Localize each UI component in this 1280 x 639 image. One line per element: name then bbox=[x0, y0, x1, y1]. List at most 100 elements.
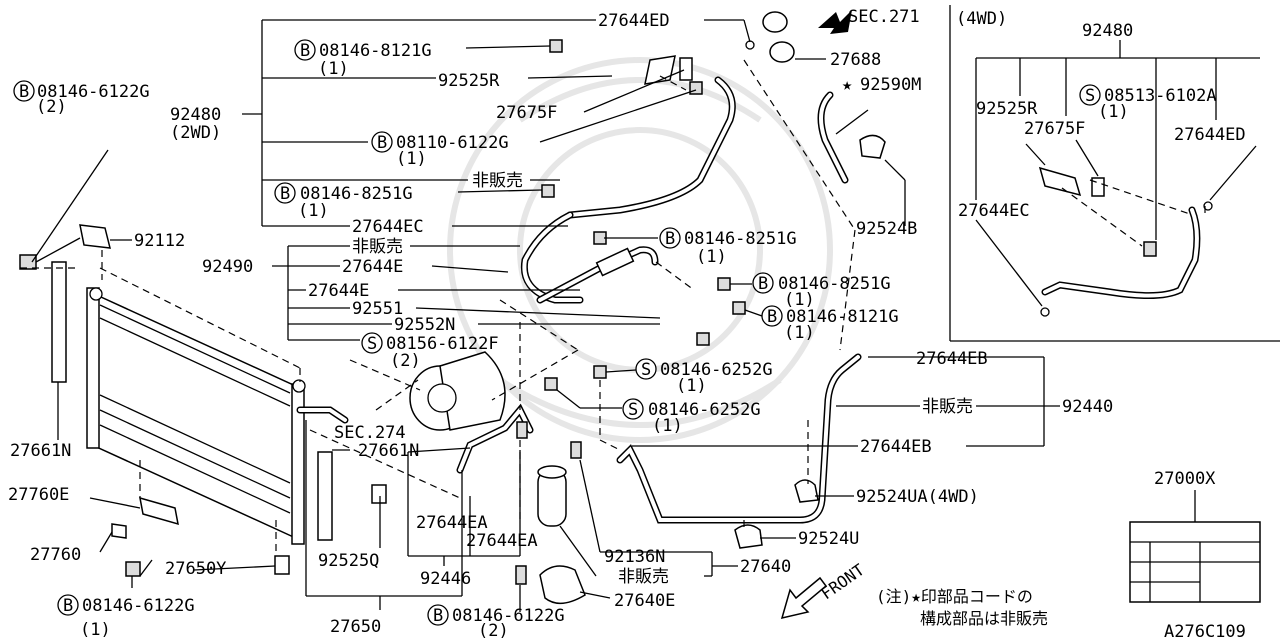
dashed-lines bbox=[20, 59, 1206, 556]
label-sec271: SEC.271 bbox=[848, 7, 920, 27]
label-not-sold: 非販売 bbox=[472, 171, 523, 191]
screw-marker: S bbox=[1085, 86, 1095, 106]
bolt-marker: B bbox=[63, 596, 73, 616]
label-not-sold: 非販売 bbox=[618, 567, 669, 587]
inset-labels: (4WD) 92480 92525R 08513-6102A (1) 27675… bbox=[956, 9, 1246, 221]
label-27640e: 27640E bbox=[614, 591, 675, 611]
bolt-marker: B bbox=[665, 229, 675, 249]
bracket-27760e bbox=[111, 496, 179, 577]
left-labels: 08146-6122G (2) 92480 (2WD) 92112 92490 … bbox=[8, 82, 253, 639]
label-27640: 27640 bbox=[740, 557, 791, 577]
note-line-1: (注)★印部品コードの bbox=[876, 587, 1033, 606]
label-08146-6122g-mid: 08146-6122G bbox=[452, 606, 565, 626]
label-92112: 92112 bbox=[134, 231, 185, 251]
muffler-pipe bbox=[536, 246, 659, 304]
bolt-marker: B bbox=[300, 41, 310, 61]
screw-marker: S bbox=[628, 400, 638, 420]
bolt-marker: B bbox=[280, 184, 290, 204]
bolt-marker: B bbox=[433, 606, 443, 626]
label-qty-1: (1) bbox=[696, 247, 727, 267]
marker-circles bbox=[13, 39, 1101, 626]
inset-label-27644ed: 27644ED bbox=[1174, 125, 1246, 145]
label-92524u: 92524U bbox=[798, 529, 859, 549]
bracket-92112 bbox=[19, 224, 111, 270]
label-92525q: 92525Q bbox=[318, 551, 379, 571]
label-08110-6122g: 08110-6122G bbox=[396, 133, 509, 153]
label-27688: 27688 bbox=[830, 50, 881, 70]
label-92136n: 92136N bbox=[604, 547, 665, 567]
sec271-arrow bbox=[818, 10, 852, 34]
note-line-2: 構成部品は非販売 bbox=[920, 609, 1048, 628]
label-box-27000x bbox=[1129, 490, 1261, 603]
label-08146-6252g: 08146-6252G bbox=[660, 360, 773, 380]
inset-label-92480: 92480 bbox=[1082, 21, 1133, 41]
label-92524b: 92524B bbox=[856, 219, 917, 239]
label-27644ec: 27644EC bbox=[352, 217, 424, 237]
label-08146-8251g: 08146-8251G bbox=[684, 229, 797, 249]
compressor bbox=[409, 351, 506, 431]
label-not-sold: 非販売 bbox=[352, 237, 403, 257]
screw-marker: S bbox=[367, 334, 377, 354]
label-qty-1: (1) bbox=[80, 620, 111, 639]
label-92490: 92490 bbox=[202, 257, 253, 277]
bolt-marker: B bbox=[19, 82, 29, 102]
label-27760e: 27760E bbox=[8, 485, 69, 505]
label-92446: 92446 bbox=[420, 569, 471, 589]
label-27675f: 27675F bbox=[496, 103, 557, 123]
label-92480: 92480 bbox=[170, 105, 221, 125]
label-92524ua: 92524UA(4WD) bbox=[856, 487, 979, 507]
pipe-92525q bbox=[296, 406, 387, 504]
label-27650: 27650 bbox=[330, 617, 381, 637]
liquid-pipe-92446 bbox=[456, 403, 534, 474]
label-08156-6122f: 08156-6122F bbox=[386, 334, 499, 354]
label-92552n: 92552N bbox=[394, 315, 455, 335]
screw-marker: S bbox=[641, 360, 651, 380]
label-27661n-left: 27661N bbox=[10, 441, 71, 461]
label-27000x: 27000X bbox=[1154, 469, 1216, 489]
label-92590m: 92590M bbox=[860, 75, 921, 95]
inset-title-4wd: (4WD) bbox=[956, 9, 1007, 29]
inset-4wd-frame bbox=[949, 5, 1280, 342]
figure-code: A276C109 bbox=[1164, 622, 1246, 639]
inset-label-08513-6102a: 08513-6102A bbox=[1104, 86, 1217, 106]
star-mark: ★ bbox=[842, 75, 852, 95]
inset-label-92525r: 92525R bbox=[976, 99, 1038, 119]
label-08146-8121g: 08146-8121G bbox=[319, 41, 432, 61]
grommets-27688 bbox=[745, 11, 795, 63]
bolt-marker: B bbox=[377, 133, 387, 153]
label-92440: 92440 bbox=[1062, 397, 1113, 417]
receiver-drier bbox=[537, 465, 567, 527]
label-08146-8251g: 08146-8251G bbox=[300, 184, 413, 204]
label-qty-2: (2) bbox=[390, 351, 421, 371]
label-92551: 92551 bbox=[352, 299, 403, 319]
right-labels: SEC.271 27688 ★ 92590M 92524B 08146-8251… bbox=[648, 7, 1113, 603]
label-08146-6122g-top: 08146-6122G bbox=[37, 82, 150, 102]
label-27644e: 27644E bbox=[342, 257, 403, 277]
label-08146-8251g: 08146-8251G bbox=[778, 274, 891, 294]
footer-labels: 27000X (注)★印部品コードの 構成部品は非販売 A276C109 bbox=[876, 469, 1246, 639]
bolt-marker: B bbox=[767, 307, 777, 327]
label-qty-1: (1) bbox=[298, 201, 329, 221]
inset-label-27675f: 27675F bbox=[1024, 119, 1085, 139]
condenser-assembly bbox=[51, 261, 333, 575]
bolts bbox=[516, 39, 746, 459]
label-27644ea: 27644EA bbox=[416, 513, 488, 533]
label-qty-1: (1) bbox=[676, 376, 707, 396]
label-27644ea: 27644EA bbox=[466, 531, 538, 551]
label-qty-2: (2) bbox=[36, 97, 67, 117]
label-qty-1: (1) bbox=[318, 59, 349, 79]
label-08146-6122g-bottom: 08146-6122G bbox=[82, 596, 195, 616]
center-labels: 27644ED 08146-8121G (1) 92525R 27675F 08… bbox=[298, 11, 791, 639]
label-27760: 27760 bbox=[30, 545, 81, 565]
label-27644eb: 27644EB bbox=[860, 437, 932, 457]
label-27661n-mid: 27661N bbox=[358, 441, 419, 461]
label-92525r: 92525R bbox=[438, 71, 500, 91]
label-27644eb: 27644EB bbox=[916, 349, 988, 369]
inset-4wd-parts bbox=[1038, 166, 1213, 317]
inset-label-27644ec: 27644EC bbox=[958, 201, 1030, 221]
label-08146-8121g: 08146-8121G bbox=[786, 307, 899, 327]
pressure-switch bbox=[515, 565, 586, 604]
label-qty-1: (1) bbox=[784, 323, 815, 343]
label-qty-1: (1) bbox=[652, 416, 683, 436]
